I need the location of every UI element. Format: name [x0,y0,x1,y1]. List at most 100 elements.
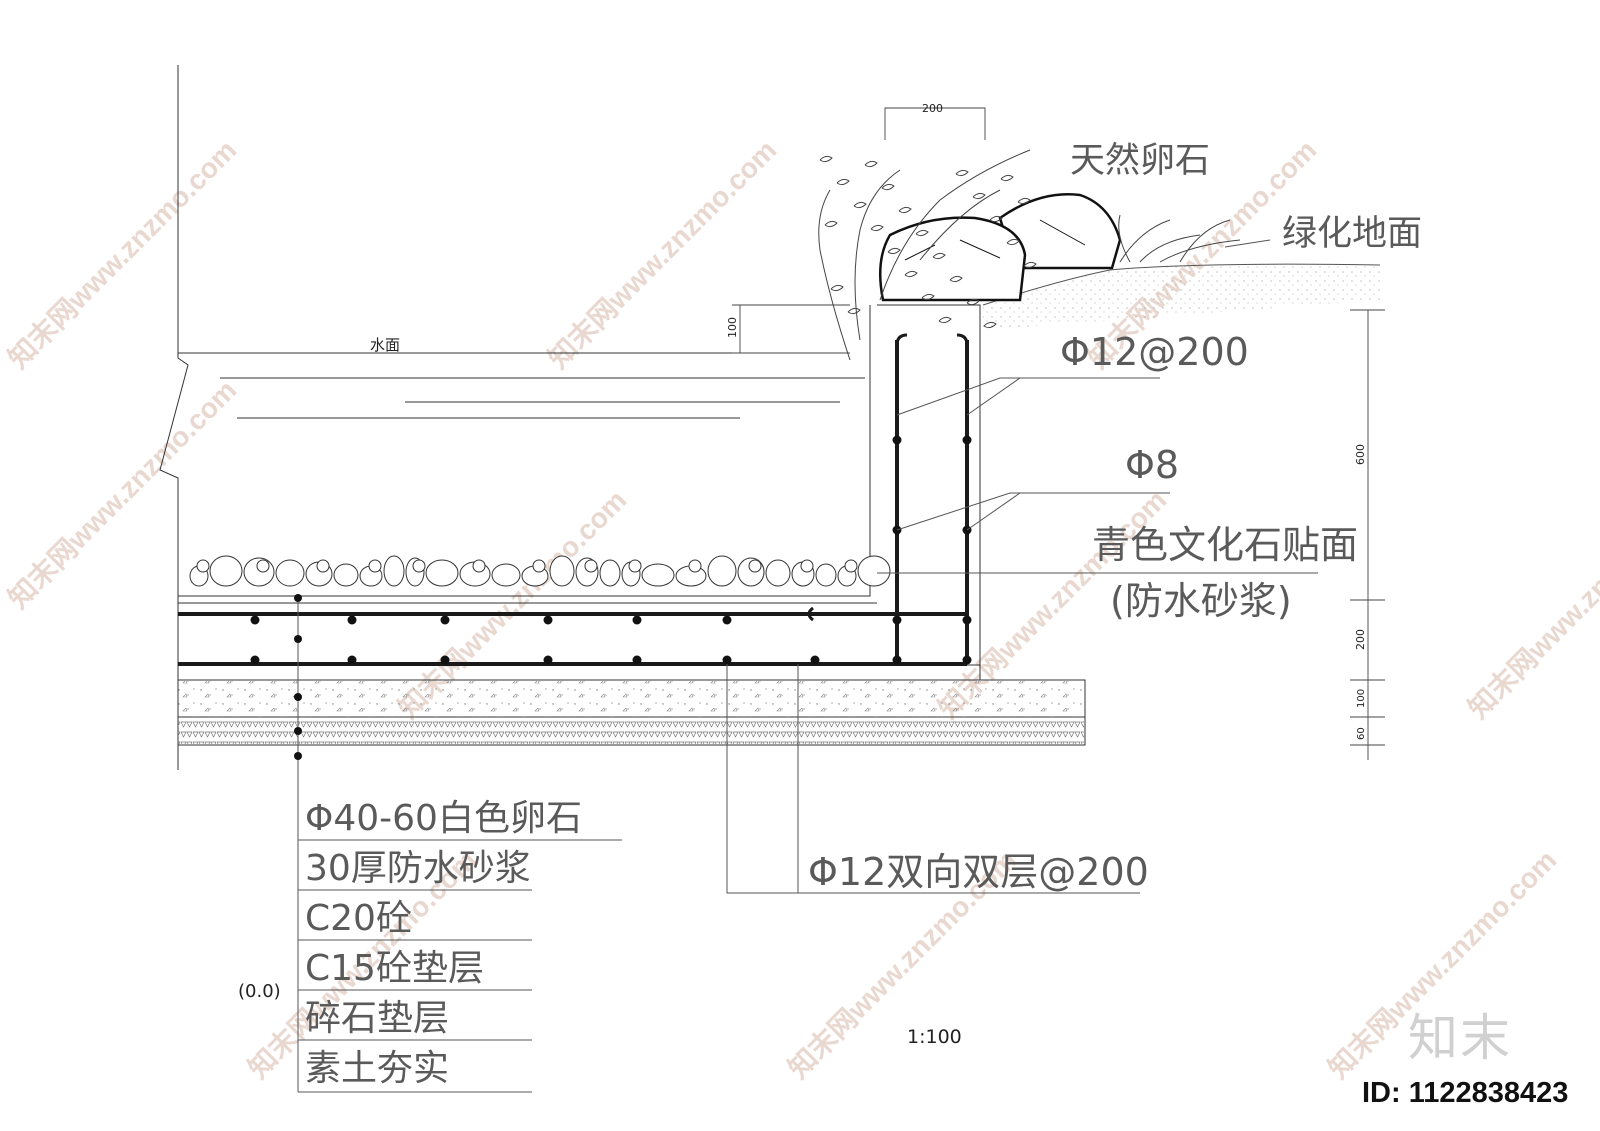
pebble [532,559,546,573]
dim-cushion: 100 [1356,689,1367,708]
watermark-text: 知末网www.znzmo.com [1462,483,1600,724]
rebar-dot [440,615,450,625]
leaf [1000,174,1014,182]
leaf [887,247,901,255]
pebble [196,559,210,573]
rebar-dot [347,655,357,665]
leaf [904,270,918,278]
plant-stroke [919,189,1001,261]
label-water-surface: 水面 [370,336,400,354]
pebble [748,559,762,573]
rebar-cage [178,333,969,666]
plant-stroke [1139,234,1201,263]
rebar-dot [543,655,553,665]
leaf [819,155,833,163]
leader-lines [297,239,1318,1093]
plant-sketch [818,149,1241,361]
leaf [915,229,929,237]
rebar-dot [962,435,972,445]
pebble-layer [189,555,891,587]
leaf [949,275,963,283]
dim-freeboard: 100 [726,317,739,338]
dim-top-width: 200 [922,102,943,115]
rebar-dot [250,615,260,625]
pebble [412,559,426,573]
layer-label-2: 30厚防水砂浆 [305,848,531,889]
rebar-dot [632,615,642,625]
plant-stroke [1159,239,1241,263]
watermark-text: 知末网www.znzmo.com [2,133,243,374]
rebar-dot [347,615,357,625]
c15-cushion-hatch [178,681,1084,717]
pebble [844,559,858,573]
leaf [989,215,1003,223]
plant-stroke [1119,219,1171,263]
pebble [549,555,575,587]
label-rebar-main: Φ12@200 [1060,330,1249,374]
pebble [256,559,270,573]
leaf [966,298,980,306]
pebble [333,563,359,587]
pebble [628,559,642,573]
layer-label-1: Φ40-60白色卵石 [305,798,582,839]
rebar-dot [440,655,450,665]
layer-dots [294,594,302,760]
dim-wall-height: 600 [1354,444,1367,465]
pebble [275,559,305,587]
dim-gravel: 60 [1356,727,1367,740]
plant-stroke [818,189,851,361]
dim-slab: 200 [1354,629,1367,650]
layer-label-4: C15砼垫层 [305,948,484,989]
leaf [955,169,969,177]
pebble [707,555,737,587]
leaf [1017,197,1031,205]
plant-stroke [1179,219,1231,263]
leaf [824,220,838,228]
pebble [383,555,405,587]
pebble [815,563,837,587]
leaf [853,201,867,209]
rebar-dot [543,615,553,625]
layer-label-5: 碎石垫层 [305,998,449,1039]
rebar-dot [962,655,972,665]
rebar-dot [722,615,732,625]
label-green-ground: 绿化地面 [1282,214,1422,254]
pebble [857,555,891,587]
id-label: ID: 1122838423 [1362,1077,1569,1109]
pebble [368,559,382,573]
dimension-lines [732,107,1385,760]
leaf [870,224,884,232]
soil-mound [983,264,1380,330]
label-facing-mortar: (防水砂浆) [1110,579,1292,623]
rebar-dot [722,655,732,665]
label-rebar-slab: Φ12双向双层@200 [808,850,1149,894]
layer-label-6: 素土夯实 [305,1048,449,1089]
rebar-dot [962,615,972,625]
rebar-dots [250,435,972,665]
watermark-text: 知末网www.znzmo.com [542,133,783,374]
pebble [584,559,598,573]
leaf [836,178,850,186]
rebar-dot [632,655,642,665]
pebble [599,559,621,587]
rebar-dot [892,615,902,625]
plant-stroke [1118,214,1131,263]
leaf [1023,261,1037,269]
plant-stroke [879,149,1031,301]
label-natural-pebble: 天然卵石 [1070,141,1210,181]
rebar-dot [810,655,820,665]
layer-label-3: C20砼 [305,898,412,939]
pebble [641,563,675,587]
leaf [932,252,946,260]
label-facing-stone: 青色文化石贴面 [1092,523,1358,567]
leaf [864,160,878,168]
pebble [316,559,330,573]
gravel-hatch [178,718,1084,744]
pebble [688,559,702,573]
origin-label: (0.0) [238,981,281,1002]
leaf [983,321,997,329]
leaf [972,192,986,200]
leaf [898,206,912,214]
pebble [491,563,521,587]
